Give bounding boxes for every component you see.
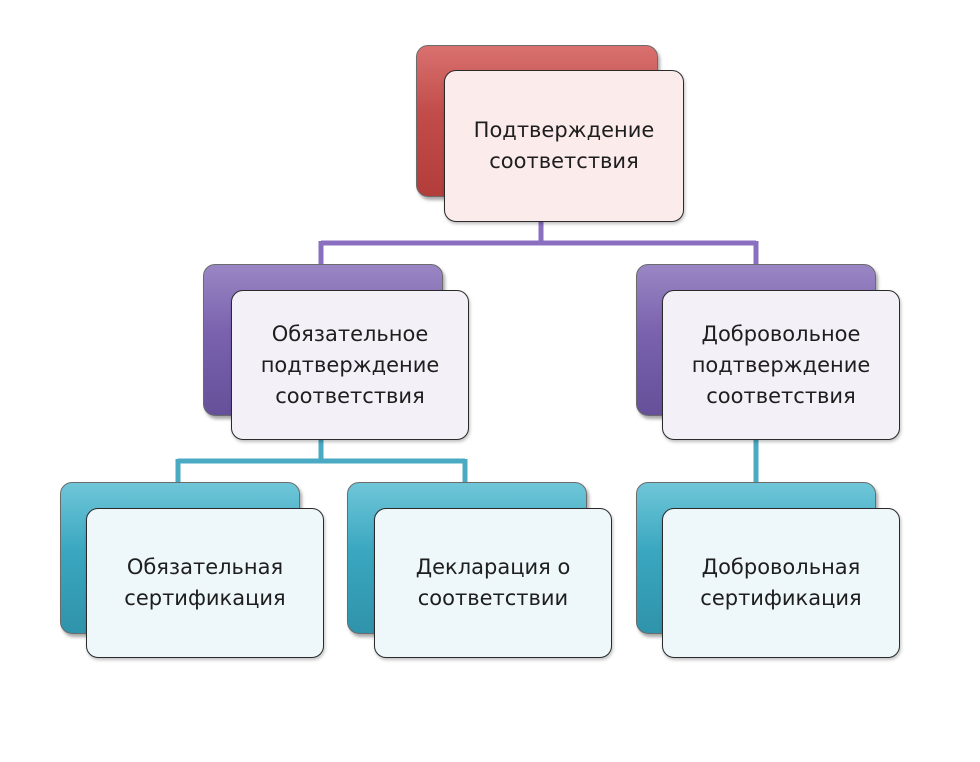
node-declaration: Декларация о соответствии	[347, 482, 615, 662]
node-root-label: Подтверждение соответствия	[473, 118, 655, 173]
node-declaration-label: Декларация о соответствии	[415, 555, 571, 610]
node-mandatory-certification-box: Обязательная сертификация	[86, 508, 324, 658]
node-voluntary-certification-label: Добровольная сертификация	[700, 555, 862, 610]
node-declaration-box: Декларация о соответствии	[374, 508, 612, 658]
node-mandatory-box: Обязательное подтверждение соответствия	[231, 290, 469, 440]
node-mandatory: Обязательное подтверждение соответствия	[203, 264, 471, 442]
node-voluntary-label: Добровольное подтверждение соответствия	[691, 321, 871, 408]
node-voluntary-certification-box: Добровольная сертификация	[662, 508, 900, 658]
node-voluntary: Добровольное подтверждение соответствия	[636, 264, 904, 442]
node-voluntary-certification: Добровольная сертификация	[636, 482, 904, 662]
node-voluntary-box: Добровольное подтверждение соответствия	[662, 290, 900, 440]
node-root-box: Подтверждение соответствия	[444, 70, 684, 222]
node-root: Подтверждение соответствия	[416, 45, 686, 225]
connector-mandatory-children	[175, 437, 468, 486]
connector-root-children	[318, 218, 759, 268]
node-mandatory-certification-label: Обязательная сертификация	[124, 555, 286, 610]
node-mandatory-certification: Обязательная сертификация	[60, 482, 328, 662]
node-mandatory-label: Обязательное подтверждение соответствия	[260, 321, 440, 408]
